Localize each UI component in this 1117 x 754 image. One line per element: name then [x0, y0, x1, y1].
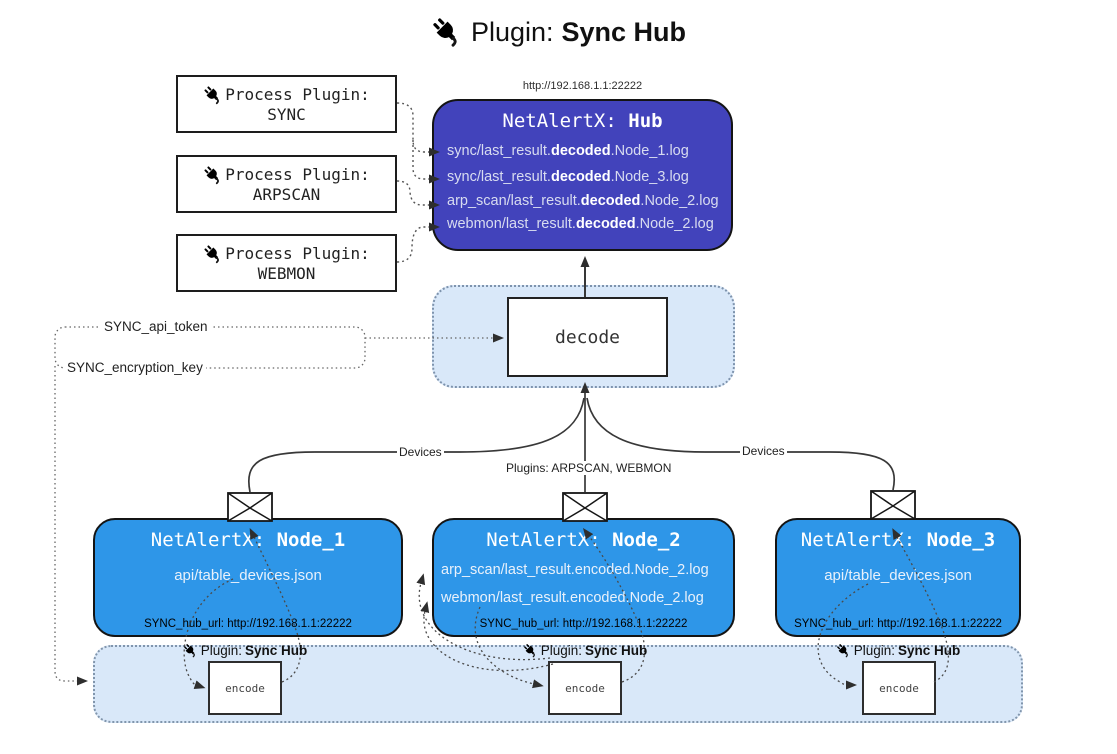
plug-icon [203, 85, 223, 105]
process-plugin-arpscan: Process Plugin: ARPSCAN [176, 155, 397, 213]
node-file-list: arp_scan/last_result.encoded.Node_2.log … [434, 556, 733, 612]
plug-icon [431, 16, 463, 48]
edge-sync-to-line1 [396, 102, 440, 157]
process-plugin-label: Process Plugin: [225, 85, 370, 104]
envelope-icon [870, 490, 916, 520]
process-plugin-name: ARPSCAN [252, 184, 321, 204]
edge-arpscan-to-line3 [396, 180, 440, 210]
process-plugin-arpscan-label-row: Process Plugin: [203, 165, 370, 185]
hub-log-line: arp_scan/last_result.decoded.Node_2.log [447, 193, 719, 209]
process-plugin-webmon: Process Plugin: WEBMON [176, 234, 397, 292]
encode-box: encode [208, 661, 282, 715]
hub-log-line: webmon/last_result.decoded.Node_2.log [447, 216, 714, 232]
plugins-label: Plugins: ARPSCAN, WEBMON [504, 461, 674, 475]
node-title: NetAlertX: Node_1 [150, 529, 346, 551]
encode-label: encode [225, 681, 265, 695]
edge-settings-to-encode-container [54, 366, 88, 686]
node-2-box: NetAlertX: Node_2 arp_scan/last_result.e… [432, 518, 735, 637]
process-plugin-name: WEBMON [257, 263, 316, 283]
node-file: arp_scan/last_result.encoded.Node_2.log [441, 562, 709, 578]
hub-log-line: sync/last_result.decoded.Node_3.log [447, 169, 689, 185]
title-prefix: Plugin: [470, 16, 554, 47]
sync-hub-plugin-label: Plugin: Sync Hub [495, 643, 675, 658]
plug-icon [203, 165, 223, 185]
sync-hub-plugin-label: Plugin: Sync Hub [808, 643, 988, 658]
hub-title-prefix: NetAlertX: [502, 110, 629, 132]
decode-box: decode [507, 297, 668, 377]
plug-icon [836, 643, 851, 658]
title-name: Sync Hub [561, 16, 687, 47]
hub-url: http://192.168.1.1:22222 [522, 80, 643, 92]
node-hub-url: SYNC_hub_url: http://192.168.1.1:22222 [794, 618, 1002, 630]
node-3-box: NetAlertX: Node_3 api/table_devices.json… [775, 518, 1021, 637]
process-plugin-label: Process Plugin: [225, 244, 370, 263]
plug-icon [523, 643, 538, 658]
node-hub-url: SYNC_hub_url: http://192.168.1.1:22222 [144, 618, 352, 630]
node-file: api/table_devices.json [174, 567, 322, 584]
process-plugin-sync-label-row: Process Plugin: [203, 85, 370, 105]
node-file: api/table_devices.json [824, 567, 972, 584]
encode-label: encode [879, 681, 919, 695]
process-plugin-label: Process Plugin: [225, 165, 370, 184]
node-title: NetAlertX: Node_3 [800, 529, 996, 551]
hub-title-name: Hub [628, 110, 663, 132]
hub-box: NetAlertX: Hub sync/last_result.decoded.… [432, 99, 733, 251]
hub-log-list: sync/last_result.decoded.Node_1.log sync… [434, 138, 731, 236]
sync-encryption-key-label: SYNC_encryption_key [64, 360, 206, 375]
node-1-box: NetAlertX: Node_1 api/table_devices.json… [93, 518, 403, 637]
edge-sync-to-line2 [412, 140, 440, 184]
decode-label: decode [554, 326, 621, 348]
plug-icon [183, 643, 198, 658]
process-plugin-sync: Process Plugin: SYNC [176, 75, 397, 133]
encode-box: encode [862, 661, 936, 715]
envelope-icon [562, 492, 608, 522]
envelope-icon [227, 492, 273, 522]
process-plugin-name: SYNC [267, 104, 306, 124]
encode-label: encode [565, 681, 605, 695]
hub-title: NetAlertX: Hub [434, 110, 731, 132]
sync-api-token-label: SYNC_api_token [101, 319, 211, 334]
process-plugin-webmon-label-row: Process Plugin: [203, 244, 370, 264]
devices-label-right: Devices [740, 444, 787, 458]
node-title: NetAlertX: Node_2 [486, 529, 681, 551]
node-hub-url: SYNC_hub_url: http://192.168.1.1:22222 [479, 618, 688, 630]
encode-box: encode [548, 661, 622, 715]
hub-log-line: sync/last_result.decoded.Node_1.log [447, 143, 689, 159]
page-title: Plugin: Sync Hub [0, 16, 1117, 48]
node-file: webmon/last_result.encoded.Node_2.log [441, 590, 704, 606]
sync-hub-plugin-label: Plugin: Sync Hub [155, 643, 335, 658]
edge-webmon-to-line4 [396, 222, 440, 263]
plug-icon [203, 244, 223, 264]
devices-label-left: Devices [397, 445, 444, 459]
